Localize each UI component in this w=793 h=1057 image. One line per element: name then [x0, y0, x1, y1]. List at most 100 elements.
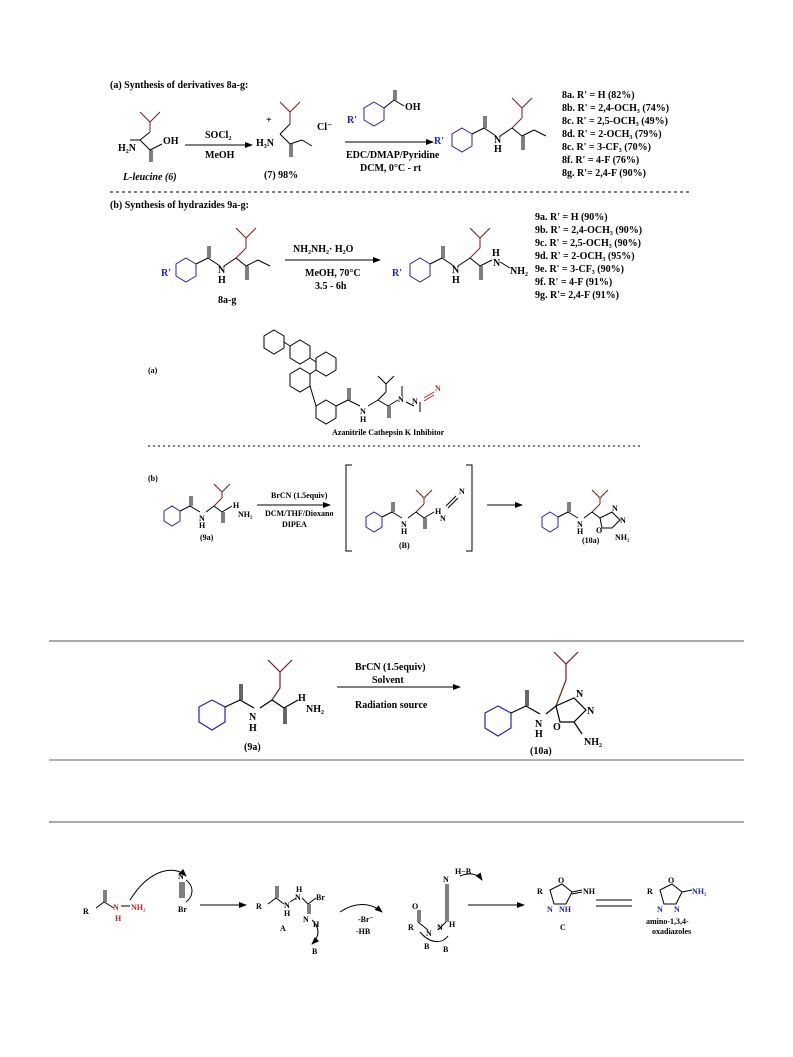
- hydrazide-nh-h: H: [492, 248, 500, 259]
- panel2-label-a: (a): [148, 366, 158, 375]
- leucine-amine: H₂N: [118, 143, 137, 154]
- yield-8d: 8d. R' = 2-OCH₃ (79%): [562, 129, 662, 140]
- mech-b-hb: H−B: [455, 867, 472, 876]
- interB-h: H: [401, 527, 408, 536]
- ester-n: N: [218, 265, 226, 276]
- inhibitor-nitrile-n: N: [435, 384, 441, 393]
- intermediate-h3n: H₃N: [256, 138, 275, 149]
- mech-hb-loss: -HB: [356, 927, 371, 936]
- small-10a-label: (10a): [582, 536, 600, 545]
- mech-prod-n2: N: [674, 905, 680, 914]
- large-10a-label: (10a): [530, 746, 552, 757]
- large-10a-ring-n1: N: [576, 689, 584, 700]
- mech-br-loss: -Br⁻: [358, 915, 374, 924]
- mech-a-n1: N: [284, 901, 290, 910]
- mech-b-imine-n: N: [443, 875, 449, 884]
- large-9a-nh2: NH₂: [306, 704, 324, 715]
- reagent-time: 3.5 - 6h: [315, 281, 347, 292]
- mech-a-imine-n: N: [303, 915, 309, 924]
- acid-oh: OH: [405, 102, 421, 113]
- mech-b-r: R: [408, 923, 414, 932]
- reagent-meoh: MeOH: [205, 150, 235, 161]
- large-10a-ring-o: O: [553, 722, 561, 733]
- mech-b-base: B: [443, 945, 449, 954]
- reagent-solvents: DCM/THF/Dioxano: [265, 509, 333, 518]
- small-10a-h: H: [577, 527, 584, 536]
- yield-list-8: 8a. R' = H (82%) 8b. R' = 2,4-OCH₃ (74%)…: [562, 90, 669, 179]
- yield-9g: 9g. R'= 2,4-F (91%): [535, 290, 619, 301]
- small-10a-nh2: NH₂: [615, 533, 630, 542]
- mech-c-n: N: [547, 905, 553, 914]
- hydrazide-rprime: R': [392, 268, 402, 279]
- yield-9f: 9f. R' = 4-F (91%): [535, 277, 612, 288]
- reagent-radiation: Radiation source: [355, 700, 428, 711]
- mech-a-br: Br: [316, 893, 325, 902]
- yield-8e: 8c. R' = 3-CF₃ (70%): [562, 142, 651, 153]
- hydrazide-9a-large-structure: [198, 659, 299, 731]
- hydrazide-9-structure: [409, 227, 511, 283]
- small-9a-nh: H: [233, 501, 240, 510]
- mech-prod-o: O: [668, 876, 674, 885]
- mech-b-o: O: [412, 902, 418, 911]
- mechanism-product: [659, 883, 693, 905]
- mech-brcn-n: N: [178, 872, 184, 881]
- mech-c-nh-ring: NH: [559, 905, 572, 914]
- mech-b-n2: N: [437, 923, 443, 932]
- chloride-ion: Cl⁻: [317, 122, 332, 133]
- ester-label: 8a-g: [218, 295, 236, 306]
- yield-8f: 8f. R' = 4-F (76%): [562, 155, 639, 166]
- mechanism-hydrazide: [95, 868, 187, 909]
- small-9a-n: N: [199, 514, 205, 523]
- reagent-dipea: DIPEA: [282, 520, 307, 529]
- yield-9a: 9a. R' = H (90%): [535, 212, 608, 223]
- yield-9d: 9d. R' = 2-OCH₃ (95%): [535, 251, 635, 262]
- oxadiazole-10a-large-structure: [484, 651, 587, 737]
- yield-9c: 9c. R' = 2,5-OCH₃ (90%): [535, 238, 641, 249]
- mech-a-r: R: [256, 902, 262, 911]
- reagent-meoh-70: MeOH, 70°C: [305, 268, 361, 279]
- yield-list-9: 9a. R' = H (90%) 9b. R' = 2,4-OCH₃ (90%)…: [535, 212, 642, 301]
- yield-9b: 9b. R' = 2,4-OCH₃ (90%): [535, 225, 642, 236]
- mech-a-n2: N: [295, 893, 301, 902]
- mech-a-imine-h: H: [313, 920, 320, 929]
- mechanism-intermediate-b: [417, 872, 483, 942]
- bracket-left: [345, 464, 352, 552]
- azanitrile-inhibitor-structure: [289, 351, 435, 425]
- mech-b-h: H: [449, 920, 456, 929]
- mech-a-h2: H: [296, 885, 303, 894]
- interB-nh: H: [435, 507, 442, 516]
- leucine-label: L-leucine (6): [122, 172, 177, 183]
- mech-c-nh: NH: [583, 887, 596, 896]
- ester-h: H: [218, 275, 226, 286]
- small-9a-h: H: [199, 521, 206, 530]
- small-10a-ring-n2: N: [620, 516, 626, 525]
- large-9a-n: N: [249, 712, 257, 723]
- large-9a-hn: H: [298, 693, 306, 704]
- small-10a-n: N: [577, 520, 583, 529]
- inhibitor-h: H: [360, 415, 367, 424]
- product-8-structure: [451, 97, 547, 153]
- intermediate-b-structure: [365, 489, 459, 533]
- ester-rprime: R': [161, 268, 171, 279]
- ester-8-structure: [175, 227, 271, 283]
- section-a-title: (a) Synthesis of derivatives 8a-g:: [110, 80, 248, 91]
- mech-a-h1: H: [284, 909, 291, 918]
- mech-prod-nh2: NH₂: [692, 887, 707, 896]
- benzoic-acid-structure: [363, 90, 405, 127]
- large-9a-h: H: [249, 723, 257, 734]
- reagent-brcn-large: BrCN (1.5equiv): [355, 662, 426, 673]
- reagent-socl2: SOCl₂: [205, 130, 231, 141]
- interB-nitrile-n: N: [459, 487, 465, 496]
- mech-a-label: A: [280, 924, 286, 933]
- small-10a-ring-n1: N: [612, 504, 618, 513]
- product-8-n: N: [494, 135, 502, 146]
- mech-prod-r: R: [647, 887, 653, 896]
- oxadiazole-10a-small-structure: [541, 489, 621, 533]
- interB-n2: N: [440, 514, 446, 523]
- interB-label: (B): [399, 541, 410, 550]
- mechanism-intermediate-a: [267, 886, 320, 945]
- intermediate-7-structure: [279, 101, 313, 157]
- inhibitor-n1: N: [360, 407, 366, 416]
- acid-rprime: R': [347, 115, 357, 126]
